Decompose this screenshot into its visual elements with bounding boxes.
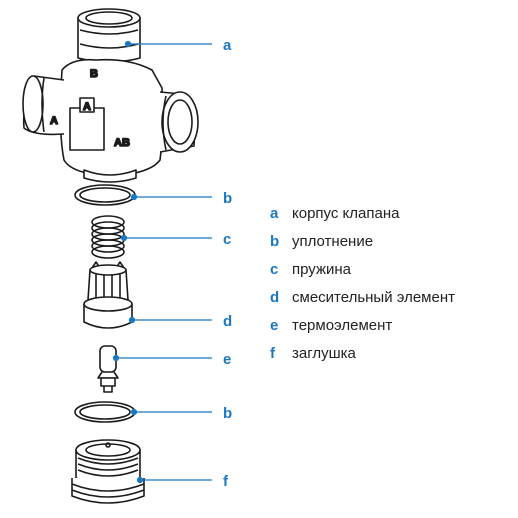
center-box-label: A: [83, 101, 91, 113]
mixing-element: [83, 261, 133, 329]
upper-seal-ring: [74, 184, 136, 206]
legend-item: f заглушка: [270, 345, 510, 373]
leader-dot-d: [128, 316, 136, 324]
spring: [91, 215, 125, 259]
legend-text: термоэлемент: [292, 317, 393, 334]
leader-dot-b-lower: [130, 408, 138, 416]
parts-legend: a корпус клапана b уплотнение c пружина …: [270, 205, 510, 373]
legend-text: заглушка: [292, 345, 356, 362]
leader-dot-a: [124, 40, 132, 48]
legend-key: a: [270, 205, 279, 222]
port-label-b: B: [90, 68, 98, 80]
legend-item: a корпус клапана: [270, 205, 510, 233]
callout-c: c: [223, 231, 231, 248]
legend-text: уплотнение: [292, 233, 374, 250]
legend-item: c пружина: [270, 261, 510, 289]
leader-dot-b-upper: [130, 193, 138, 201]
legend-text: корпус клапана: [292, 205, 400, 222]
port-label-a: A: [50, 115, 58, 127]
legend-item: e термоэлемент: [270, 317, 510, 345]
legend-item: d смесительный элемент: [270, 289, 510, 317]
leader-dot-e: [112, 354, 120, 362]
legend-item: b уплотнение: [270, 233, 510, 261]
legend-key: b: [270, 233, 280, 250]
valve-body: [22, 8, 199, 183]
legend-key: f: [270, 345, 275, 362]
lower-seal-ring: [74, 401, 136, 423]
callout-e: e: [223, 351, 231, 368]
callout-a: a: [223, 37, 232, 54]
legend-key: d: [270, 289, 280, 306]
legend-text: смесительный элемент: [292, 289, 455, 306]
leader-dot-c: [120, 234, 128, 242]
callout-d: d: [223, 313, 232, 330]
legend-key: c: [270, 261, 279, 278]
legend-text: пружина: [292, 261, 352, 278]
legend-key: e: [270, 317, 279, 334]
callout-f: f: [223, 473, 229, 490]
callout-b-upper: b: [223, 190, 232, 207]
end-cap: [71, 439, 145, 504]
port-label-ab: AB: [114, 137, 130, 149]
callout-b-lower: b: [223, 405, 232, 422]
thermo-element: [97, 345, 119, 393]
leader-dot-f: [136, 476, 144, 484]
